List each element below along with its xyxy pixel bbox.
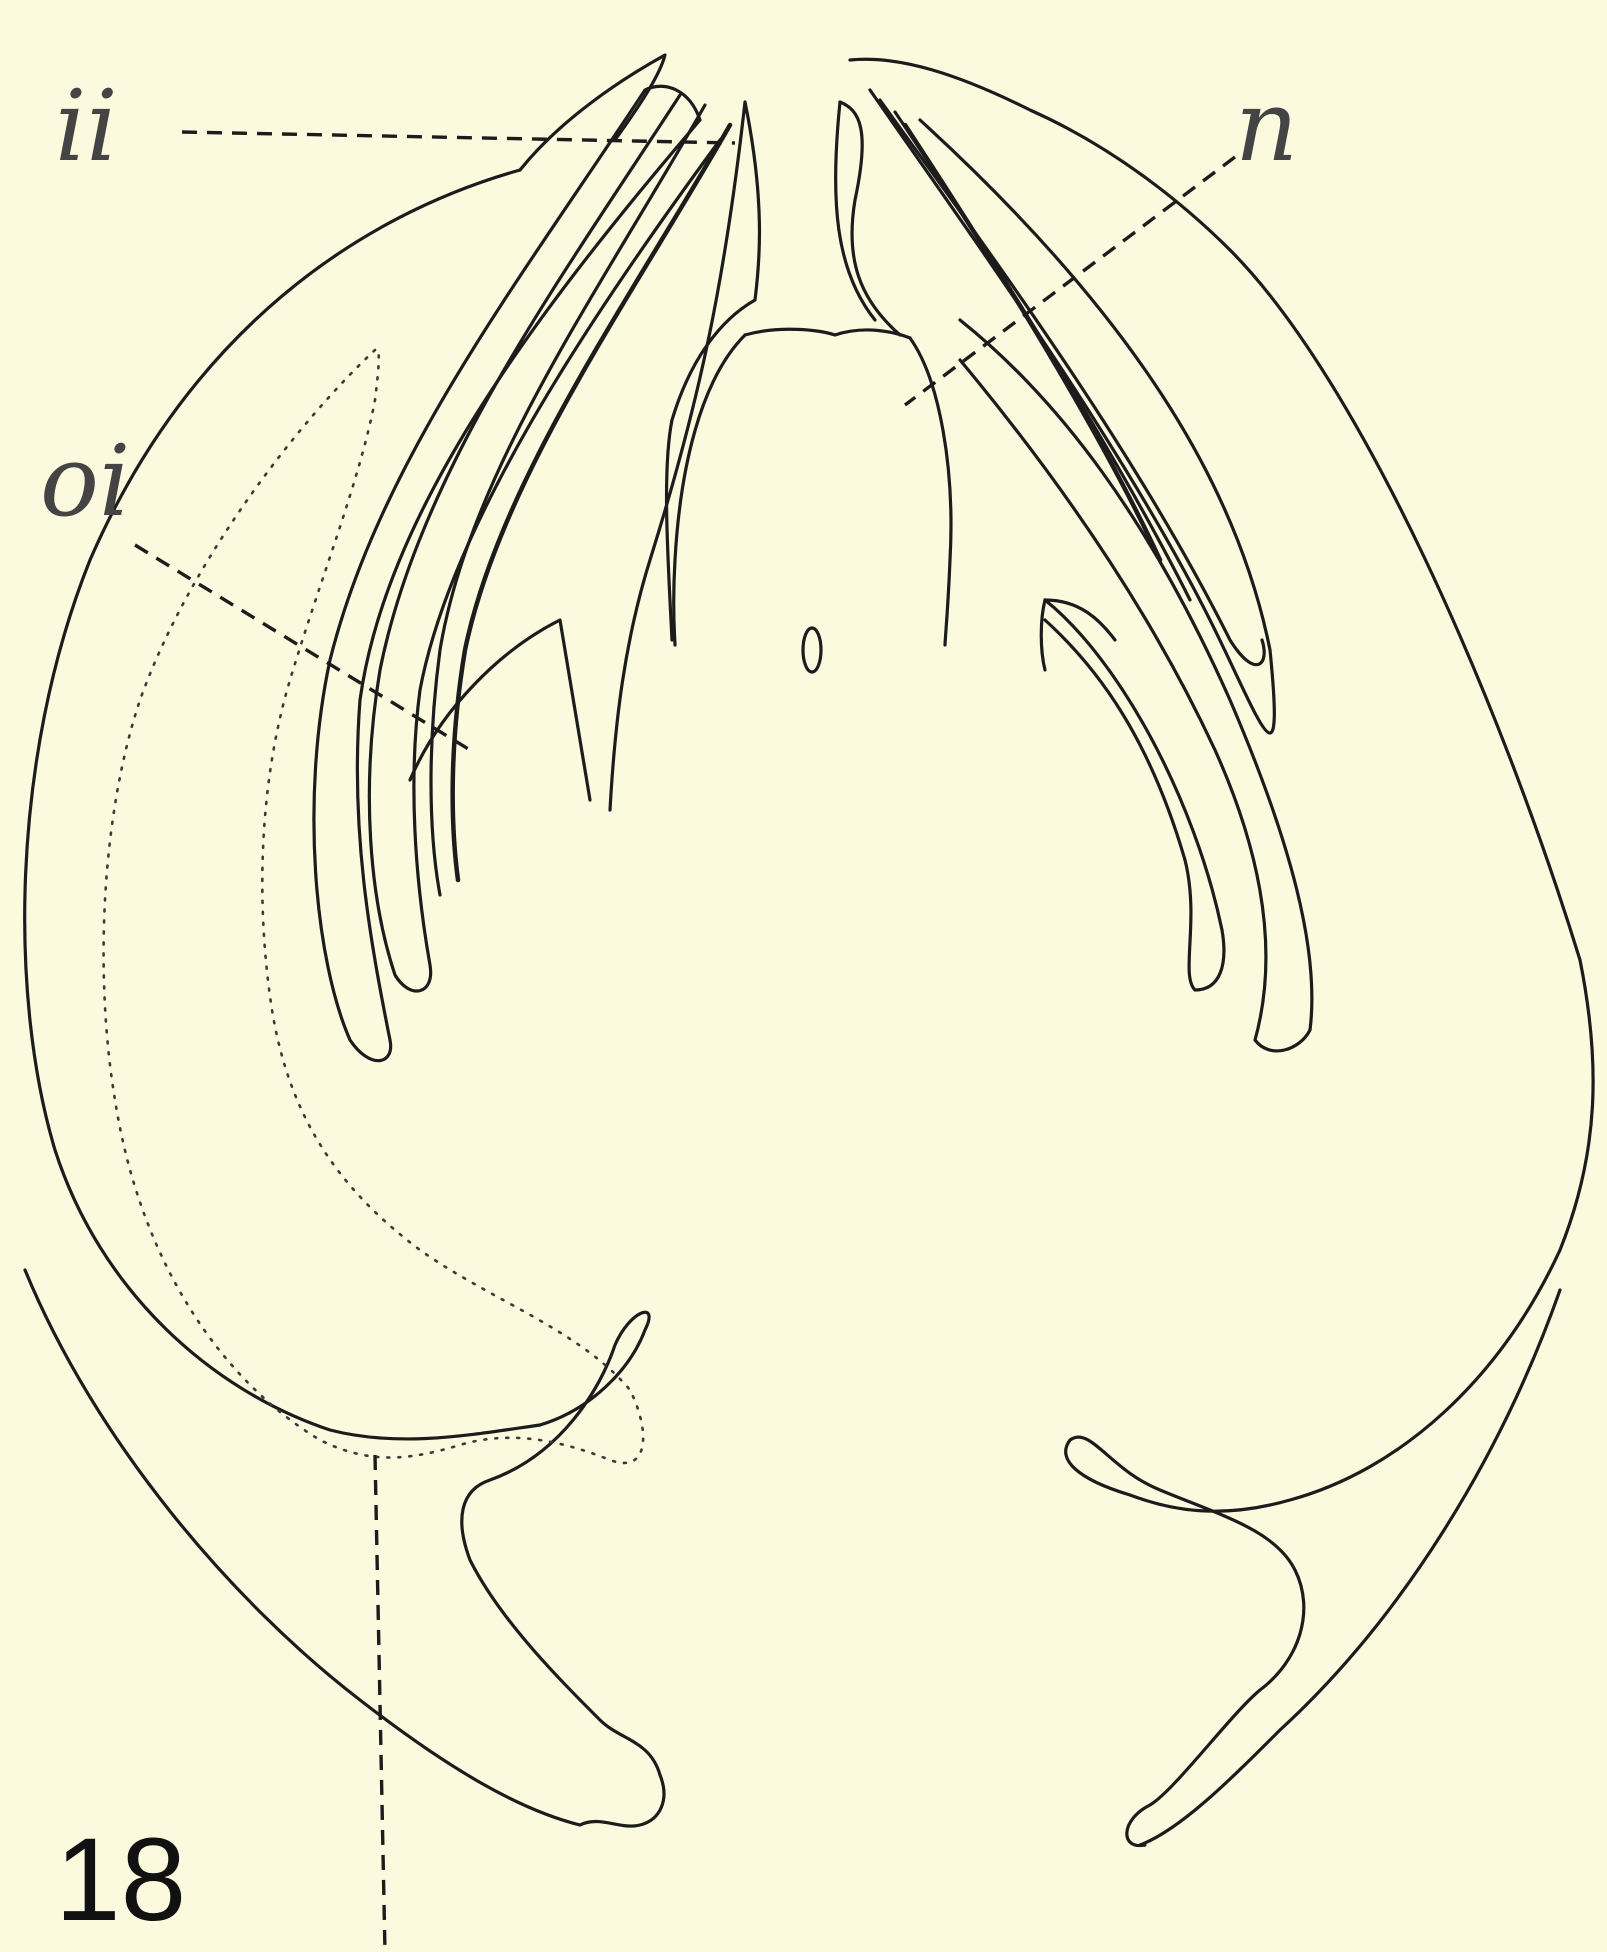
central-pore (803, 628, 821, 672)
right-inner-arch (1041, 600, 1115, 670)
leader-oi (135, 545, 470, 750)
label-ii: ii (55, 70, 118, 184)
left-inner-blade (610, 102, 759, 810)
right-outer-flange (1140, 1290, 1560, 1845)
right-long-blade (960, 320, 1312, 1051)
label-n: n (1235, 70, 1298, 184)
leader-figure-bottom (375, 1455, 385, 1952)
right-midline-blade (836, 102, 900, 335)
right-lamella-1 (870, 90, 1274, 733)
right-tip-stroke (850, 59, 1230, 250)
left-inner-arch (410, 620, 590, 800)
figure-number: 18 (55, 1814, 186, 1946)
label-oi: oi (40, 425, 130, 539)
right-outer-outline (1130, 250, 1593, 1511)
central-crest (745, 329, 910, 338)
right-inner-blade (1045, 600, 1224, 990)
left-lamella-3 (431, 105, 705, 895)
left-bottom-process (462, 1312, 664, 1826)
left-outer-flange (25, 1270, 580, 1825)
left-lamella-4 (453, 125, 730, 880)
left-dotted-organ (104, 349, 644, 1463)
central-left-wall (674, 335, 745, 645)
left-outer-outline (25, 170, 540, 1439)
right-bottom-process (1066, 1437, 1304, 1846)
